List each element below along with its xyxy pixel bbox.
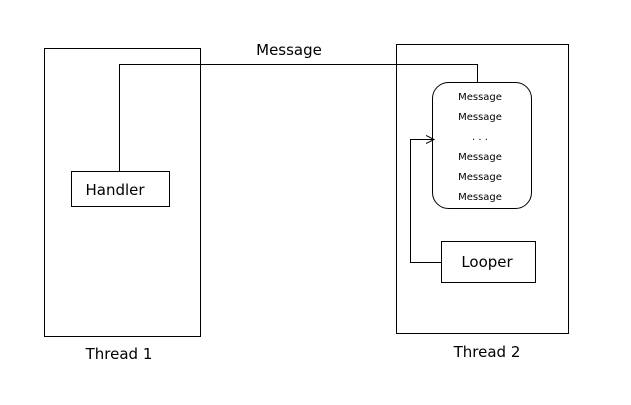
looper-label: Looper xyxy=(461,253,513,271)
thread2-box xyxy=(396,44,569,334)
thread2-label: Thread 2 xyxy=(453,343,521,361)
message-label: Message xyxy=(256,41,322,59)
thread1-box xyxy=(44,48,201,337)
queue-message-item: Message xyxy=(458,152,502,163)
thread1-label: Thread 1 xyxy=(85,345,153,363)
handler-box xyxy=(71,171,170,207)
message-queue-box xyxy=(432,82,532,209)
queue-message-item: Message xyxy=(458,112,502,123)
looper-loop-arrow xyxy=(410,140,441,263)
queue-message-item: Message xyxy=(458,172,502,183)
message-connector xyxy=(119,64,478,171)
queue-message-item: Message xyxy=(458,192,502,203)
looper-box xyxy=(441,241,536,283)
queue-ellipsis: . . . xyxy=(472,132,488,143)
handler-label: Handler xyxy=(85,181,145,199)
queue-message-item: Message xyxy=(458,92,502,103)
